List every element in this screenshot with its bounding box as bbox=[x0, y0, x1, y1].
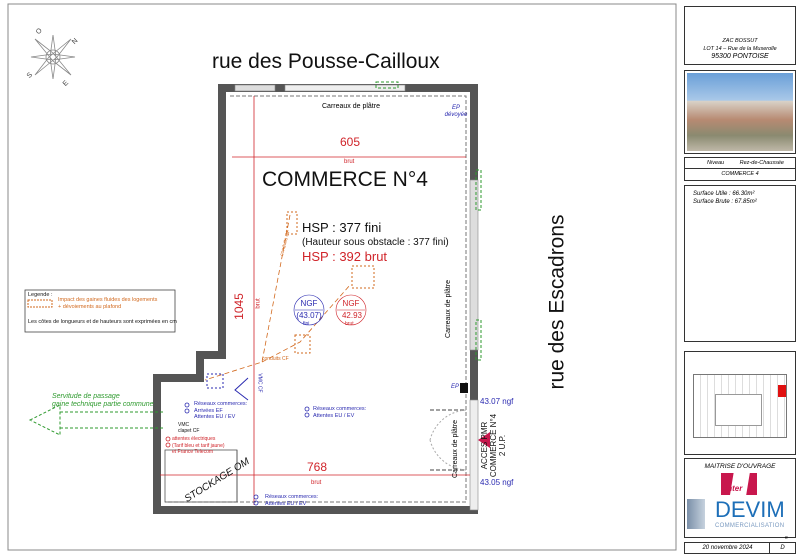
maitrise-label: MAITRISE D'OUVRAGE bbox=[704, 463, 776, 470]
ceiling-label-right-bottom: Carreaux de plâtre bbox=[451, 420, 459, 478]
ngf-fini-value: (43.07) bbox=[296, 311, 322, 320]
hsp-fini: HSP : 377 fini bbox=[302, 220, 382, 235]
address-line: ZAC BOSSUT bbox=[722, 38, 758, 44]
acces-line: 2 U.P. bbox=[498, 434, 508, 457]
ngf-entry-top: 43.07 ngf bbox=[480, 397, 514, 406]
site-plan-thumbnail bbox=[684, 351, 796, 455]
legend-note: Les côtes de longueurs et de hauteurs so… bbox=[28, 319, 177, 325]
lot-label: COMMERCE 4 bbox=[684, 168, 796, 181]
ceiling-label: Carreaux de plâtre bbox=[322, 103, 380, 110]
reseaux-label: Réseaux commerces:Attentes EU / EV bbox=[265, 494, 318, 508]
reseaux-line: Réseaux commerces: bbox=[313, 406, 367, 412]
vmc-clapet-label: VMC clapet CF bbox=[178, 422, 200, 434]
reseaux-line: Attentes EU / EV bbox=[194, 414, 236, 420]
address-city: 95300 PONTOISE bbox=[711, 53, 769, 60]
index-label: D bbox=[769, 542, 796, 554]
compass-rose-icon bbox=[30, 34, 76, 80]
legend-line: Impact des gaines fluides des logements bbox=[58, 297, 158, 303]
devim-logo-icon bbox=[687, 499, 705, 529]
ep-devoyee-label: EP dévoyée bbox=[444, 105, 468, 118]
date-label: 20 novembre 2024 bbox=[684, 542, 771, 554]
reseaux-line: Attentes EU / EV bbox=[313, 413, 355, 419]
ngf-brut-value: 42.93 bbox=[341, 311, 363, 320]
surface-brute: Surface Brute : 67.85m² bbox=[693, 199, 757, 205]
elec-line: (Tarif bleu et tarif jaune) bbox=[172, 442, 225, 449]
inter-logo-text: inter bbox=[725, 484, 743, 493]
niveau-value: Rez-de-Chaussée bbox=[739, 160, 784, 166]
surface-utile: Surface Utile : 66.30m² bbox=[693, 191, 755, 197]
electrical-label: attentes électriques(Tarif bleu et tarif… bbox=[172, 436, 225, 456]
acces-line: ACCES PMR bbox=[480, 421, 490, 470]
ngf-entry-bottom: 43.05 ngf bbox=[480, 478, 514, 487]
street-name-top: rue des Pousse-Cailloux bbox=[212, 50, 440, 73]
address-box: ZAC BOSSUT LOT 14 – Rue de la Muserolle … bbox=[684, 6, 796, 65]
devim-logo-sub: COMMERCIALISATION bbox=[715, 523, 785, 529]
maitrise-box: MAITRISE D'OUVRAGE inter DEVIM COMMERCIA… bbox=[684, 458, 796, 538]
elec-line: attentes électriques bbox=[172, 436, 216, 442]
vmc-label: VMC CF bbox=[256, 373, 263, 393]
dim-width-unit: brut bbox=[344, 159, 355, 165]
reseaux-line: Arrivées EF bbox=[194, 407, 223, 414]
niveau-label: Niveau bbox=[707, 160, 725, 166]
dim-bottom-unit: brut bbox=[311, 480, 322, 486]
reseaux-line: Attentes EU / EV bbox=[265, 501, 307, 507]
hsp-obstacle: (Hauteur sous obstacle : 377 fini) bbox=[302, 237, 449, 248]
ngf-brut-unit: brut bbox=[345, 321, 354, 327]
dim-width: 605 bbox=[340, 135, 361, 149]
ceiling-label-right: Carreaux de plâtre bbox=[444, 280, 452, 338]
ngf-fini-unit: fini bbox=[303, 321, 310, 327]
acces-line: COMMERCE N°4 bbox=[489, 413, 499, 478]
dim-length-unit: brut bbox=[255, 298, 262, 309]
legend-title: Legende : bbox=[28, 292, 53, 298]
servitude-line: Servitude de passage bbox=[52, 393, 120, 400]
reseaux-line: Réseaux commerces: bbox=[194, 401, 248, 407]
reseaux-label: Réseaux commerces:Attentes EU / EV bbox=[313, 406, 366, 420]
page-title: COMMERCE N°4 bbox=[262, 168, 428, 191]
hsp-brut: HSP : 392 brut bbox=[302, 249, 388, 264]
surface-box: Surface Utile : 66.30m² Surface Brute : … bbox=[684, 185, 796, 342]
index-top: e bbox=[785, 535, 788, 541]
dim-bottom: 768 bbox=[307, 460, 328, 474]
acces-pmr-label: ACCES PMR COMMERCE N°4 2 U.P. bbox=[480, 414, 507, 477]
elec-line: et France Telecom bbox=[172, 449, 214, 455]
conduits-label: conduits CF bbox=[262, 356, 289, 362]
ngf-brut-label: NGF bbox=[342, 299, 360, 308]
servitude-line: gaine technique partie commune bbox=[52, 401, 154, 408]
street-name-right: rue des Escadrons bbox=[545, 214, 569, 390]
ngf-fini-label: NGF bbox=[300, 299, 318, 308]
legend-item: Impact des gaines fluides des logements+… bbox=[58, 297, 157, 311]
reseaux-line: Réseaux commerces: bbox=[265, 494, 319, 500]
building-photo bbox=[684, 70, 796, 154]
legend-line: + dévoiements au plafond bbox=[58, 304, 122, 310]
address-line: LOT 14 – Rue de la Muserolle bbox=[703, 46, 777, 52]
dim-length: 1045 bbox=[231, 293, 246, 320]
ep-label: EP bbox=[451, 384, 460, 390]
devim-logo-text: DEVIM bbox=[715, 497, 785, 522]
